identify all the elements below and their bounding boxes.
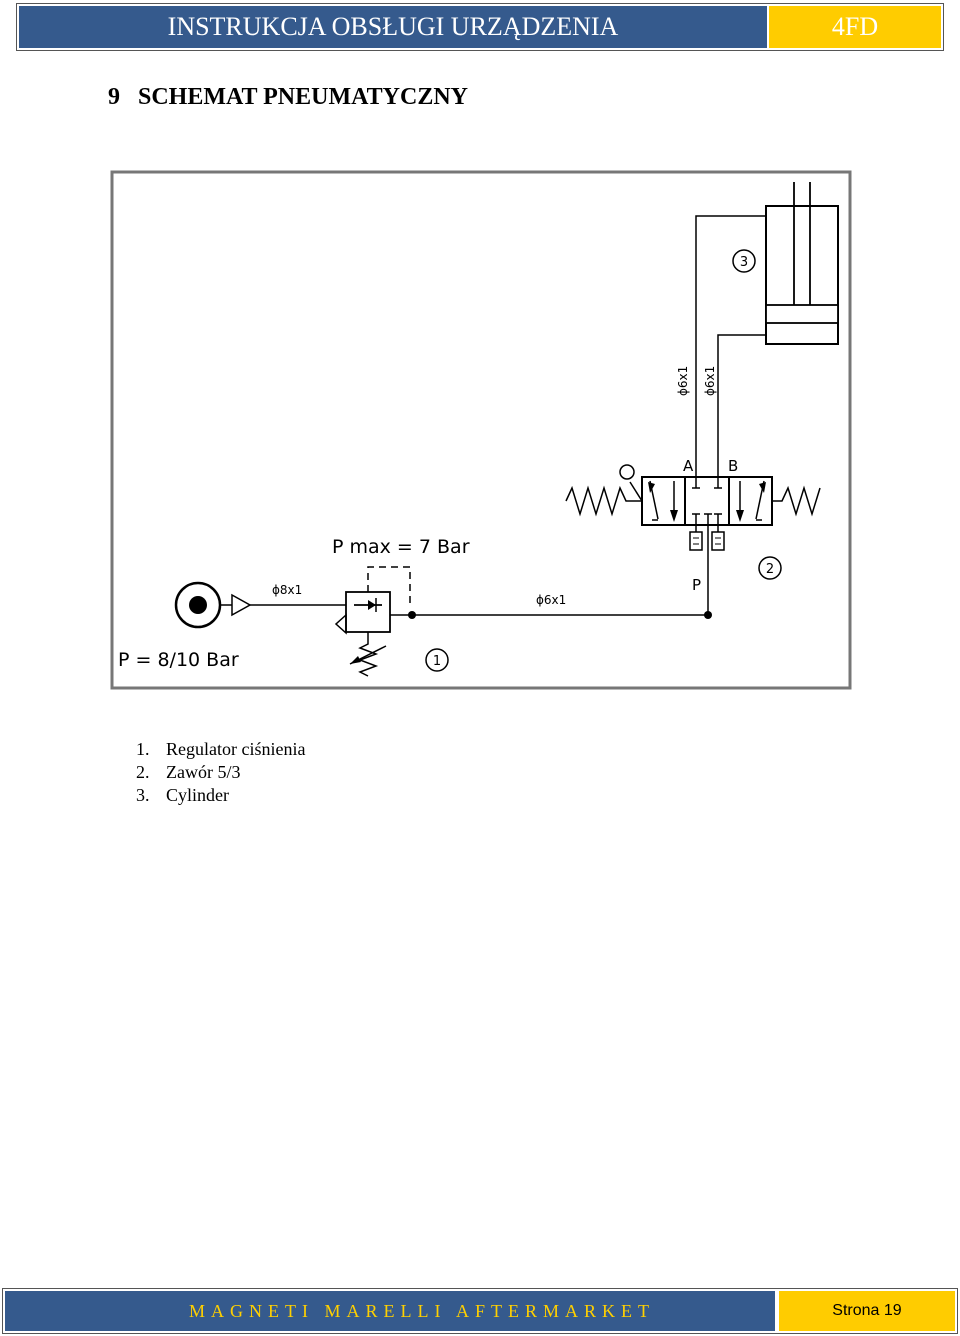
valve-5-3-symbol (565, 464, 821, 551)
marker-2: 2 (758, 556, 782, 580)
svg-text:1: 1 (433, 654, 441, 669)
section-number: 9 (108, 84, 120, 110)
document-title: INSTRUKCJA OBSŁUGI URZĄDZENIA (19, 6, 767, 48)
pressure-regulator-symbol (334, 591, 391, 677)
section-title: SCHEMAT PNEUMATYCZNY (138, 84, 469, 110)
legend-item: 3.Cylinder (136, 785, 229, 805)
port-p-label: P (692, 576, 701, 594)
junction-dot (408, 611, 416, 619)
cylinder-symbol (765, 182, 839, 345)
line-b (717, 334, 766, 477)
tube-6x1-a-label: ϕ6x1 (676, 366, 690, 396)
model-code: 4FD (769, 6, 941, 48)
legend-list: 1.Regulator ciśnienia 2.Zawór 5/3 3.Cyli… (136, 738, 305, 807)
air-source-symbol (174, 581, 252, 629)
legend-item: 2.Zawór 5/3 (136, 762, 241, 782)
supply-pressure-label: P = 8/10 Bar (118, 649, 239, 671)
marker-3: 3 (732, 249, 756, 273)
port-a-label: A (683, 457, 694, 475)
pilot-line (367, 566, 411, 605)
marker-1: 1 (425, 648, 449, 672)
pneumatic-diagram: P = 8/10 Bar P max = 7 Bar ϕ8x1 ϕ6x1 ϕ6x… (110, 170, 852, 690)
section-heading: 9 SCHEMAT PNEUMATYCZNY (108, 84, 468, 111)
tube-6x1-b-label: ϕ6x1 (703, 366, 717, 396)
svg-text:3: 3 (740, 255, 748, 270)
page-header: INSTRUKCJA OBSŁUGI URZĄDZENIA 4FD (16, 3, 944, 51)
page-footer: MAGNETI MARELLI AFTERMARKET Strona 19 (2, 1288, 958, 1334)
max-pressure-label: P max = 7 Bar (332, 536, 470, 558)
tube-8x1-label: ϕ8x1 (272, 583, 302, 597)
line-a (695, 215, 766, 477)
svg-text:2: 2 (766, 562, 774, 577)
legend-item: 1.Regulator ciśnienia (136, 739, 306, 759)
tube-6x1-label: ϕ6x1 (536, 593, 566, 607)
port-b-label: B (728, 457, 738, 475)
brand-name: MAGNETI MARELLI AFTERMARKET (5, 1291, 775, 1331)
page-number: Strona 19 (779, 1291, 955, 1331)
diagram-frame (110, 170, 852, 690)
